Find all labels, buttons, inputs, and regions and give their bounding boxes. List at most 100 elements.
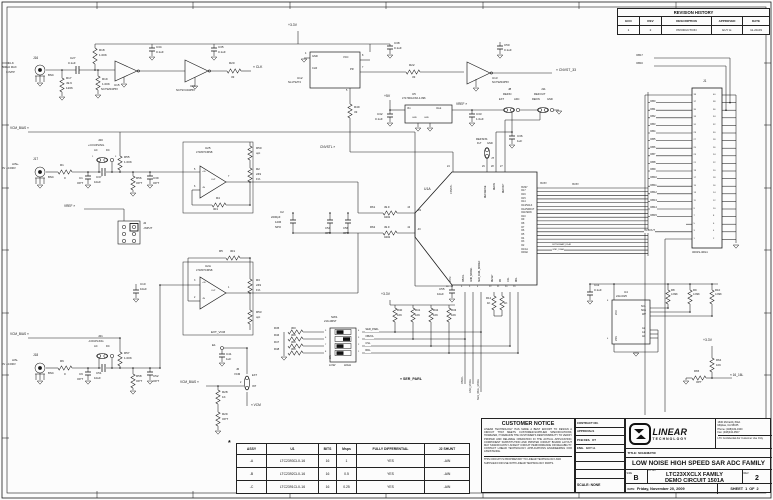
schematic-label: 27 xyxy=(693,139,696,142)
schematic-label: BUSY xyxy=(572,183,580,187)
schematic-label: 49.9 xyxy=(66,81,72,85)
schematic-label: 5 xyxy=(325,330,327,332)
schematic-label: R47 xyxy=(274,340,280,344)
schematic-label: D0/A0 xyxy=(521,252,529,255)
schematic-label: +5V xyxy=(384,94,391,98)
schematic-label: C52 xyxy=(153,374,159,378)
sheet-total: 2 xyxy=(756,487,759,491)
schematic-label: CNVSTL xyxy=(450,184,453,194)
schematic-label: 1 xyxy=(228,286,230,289)
schematic-label: 0.1uF xyxy=(156,50,164,54)
j2-shunt-col: J2 SHUNT xyxy=(438,447,456,451)
schematic-label: PD xyxy=(500,278,502,282)
schematic-label: CSL xyxy=(365,342,371,346)
schematic-label: E1 xyxy=(212,343,216,347)
schematic-label: R1 xyxy=(60,163,64,167)
schematic-label: R42 xyxy=(433,308,439,312)
customer-notice-title: CUSTOMER NOTICE xyxy=(501,420,555,427)
part-line1: LTC23XXCLX FAMILY xyxy=(666,472,723,479)
schematic-label: 1% xyxy=(256,288,261,292)
schematic-label: 0402 xyxy=(384,215,391,219)
schematic-label: REFOUT xyxy=(534,92,546,96)
approvals-label: APPROVALS xyxy=(577,429,595,434)
schematic-label: R56 xyxy=(136,176,142,180)
schematic-label: BNC xyxy=(48,73,54,77)
schematic-label: C50 xyxy=(504,43,510,47)
schematic-label: BUSY xyxy=(540,182,548,186)
schematic-label: D1/A1 xyxy=(521,248,529,251)
schematic-label: AIN- xyxy=(12,358,18,362)
schematic-label: 25 xyxy=(693,146,696,149)
schematic-label: 1% xyxy=(256,177,261,181)
schematic-label: R19 xyxy=(102,77,108,81)
schematic-label: « SER_PARL xyxy=(400,377,422,381)
schematic-label: PR xyxy=(350,68,354,71)
schematic-label: J8 xyxy=(508,87,512,91)
u1-cell: LTC2391CLX-16 xyxy=(267,481,319,493)
schematic-label: D10 xyxy=(521,215,526,219)
schematic-label: 1206 xyxy=(66,86,73,90)
schematic-label: 17 xyxy=(693,177,696,180)
schematic-label: 8 xyxy=(325,351,327,353)
schematic-label: D3 xyxy=(521,241,525,244)
schematic-label: D12/SDOUT xyxy=(521,208,535,211)
schematic-label: FLT xyxy=(477,142,482,145)
schematic-label: +COUPLING xyxy=(88,143,105,147)
contract-no-label: CONTRACT NO. xyxy=(577,420,599,425)
assy-cell: -C xyxy=(237,481,267,493)
schematic-label: DB17 xyxy=(636,54,644,58)
schematic-label: 300 xyxy=(291,340,296,344)
schematic-label: R41 xyxy=(415,308,421,312)
rev-col-rev: REV xyxy=(640,17,662,25)
schematic-label: 4.99K xyxy=(671,293,678,296)
ic-no-label: IC NO. xyxy=(648,470,657,473)
schematic-label: 1.00K xyxy=(99,53,107,57)
schematic-label: 20 xyxy=(713,169,716,172)
schematic-label: EXT xyxy=(252,374,258,377)
schematic-label: A2 xyxy=(642,327,645,330)
schematic-label: R22 xyxy=(409,63,415,67)
msps-cell: 0.25 xyxy=(337,481,357,493)
schematic-label: LOW xyxy=(329,363,336,367)
schematic-label: ON xyxy=(329,355,332,359)
schematic-label: 219-4MST xyxy=(324,320,337,323)
schematic-label: D11/SDIN xyxy=(521,212,532,215)
schematic-label: R10 xyxy=(715,288,721,292)
schematic-label: 1uF xyxy=(226,357,232,361)
schematic-label: 0 xyxy=(64,176,66,180)
ltc-wordmark: LINEAR TECHNOLOGY xyxy=(653,427,688,441)
ltc-logo-area: LINEAR TECHNOLOGY xyxy=(626,419,716,448)
schematic-label: U16 xyxy=(190,84,196,88)
sheet-label: SHEET xyxy=(730,487,744,491)
assembly-header-row: ASSY U1 BITS Msps FULLY DIFFERENTIAL J2 … xyxy=(237,444,469,455)
schematic-label: 4 xyxy=(713,230,715,233)
schematic-title: LOW NOISE HIGH SPEED SAR ADC FAMILY xyxy=(625,458,772,470)
rev-col-date: DATE xyxy=(752,19,760,23)
schematic-label: U12 xyxy=(297,76,303,80)
schematic-label: C2 xyxy=(280,210,284,214)
ltc-name: LINEAR xyxy=(652,426,688,437)
schematic-label: CLR xyxy=(312,67,318,70)
schematic-label: 1 xyxy=(693,238,695,240)
schematic-label: D2 xyxy=(521,245,525,248)
schematic-label: R18 xyxy=(99,48,105,52)
schematic-label: OPT xyxy=(77,377,84,381)
logo-row: LINEAR TECHNOLOGY 1630 McCarthy Blvd. Mi… xyxy=(625,419,772,449)
schematic-label: 42 xyxy=(407,226,411,230)
schematic-label: NL17SZ74 xyxy=(288,81,301,84)
schematic-label: C35 xyxy=(218,45,224,49)
schematic-label: R62 xyxy=(370,225,376,229)
schematic-label: INT xyxy=(252,385,257,388)
schematic-label: DC xyxy=(106,345,110,348)
title-block: LINEAR TECHNOLOGY 1630 McCarthy Blvd. Mi… xyxy=(624,418,772,494)
assembly-row: -C LTC2391CLX-16 16 0.25 YES -AIN xyxy=(237,481,469,493)
schematic-label: SER_PARL_MODE xyxy=(477,379,480,400)
schematic-label: HIGH xyxy=(344,363,351,367)
schematic-label: D7 xyxy=(521,226,525,230)
schematic-label: 1.00K xyxy=(124,356,132,360)
schematic-label: OB2CL xyxy=(461,376,464,384)
schematic-label: SER_PARL xyxy=(365,328,380,332)
schematic-label: OPT xyxy=(325,231,331,235)
date-sheet-row: DATE:Friday, November 20, 2009 SHEET 1 O… xyxy=(626,484,772,494)
